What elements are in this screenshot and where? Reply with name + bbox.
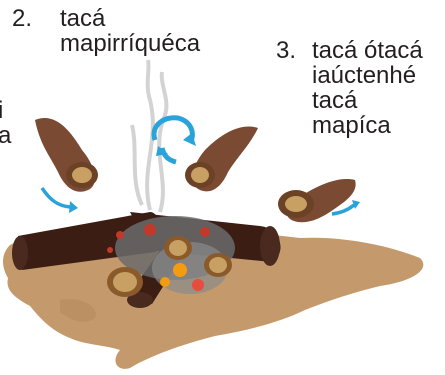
step-3-number: 3.	[276, 38, 296, 63]
step-1-fragment-1: i	[0, 98, 11, 123]
step-2-number: 2.	[12, 6, 32, 31]
step-3-label: tacá ótacá iaúctenhé tacá mapíca	[312, 38, 423, 138]
hand-icon	[278, 179, 356, 222]
hand-icon	[35, 118, 98, 192]
step-1-label-fragment: i a	[0, 98, 11, 148]
step-3-line-2: iaúctenhé	[312, 63, 423, 88]
step-2-line-2: mapirríquéca	[60, 31, 200, 56]
hand-icon	[185, 127, 258, 192]
step-3-line-1: tacá ótacá	[312, 38, 423, 63]
smoke	[132, 60, 166, 212]
step-3-line-3: tacá	[312, 88, 423, 113]
step-1-fragment-2: a	[0, 123, 11, 148]
log-end	[260, 226, 280, 266]
step-2-label: tacá mapirríquéca	[60, 6, 200, 56]
step-3-line-4: mapíca	[312, 113, 423, 138]
step-2-line-1: tacá	[60, 6, 200, 31]
